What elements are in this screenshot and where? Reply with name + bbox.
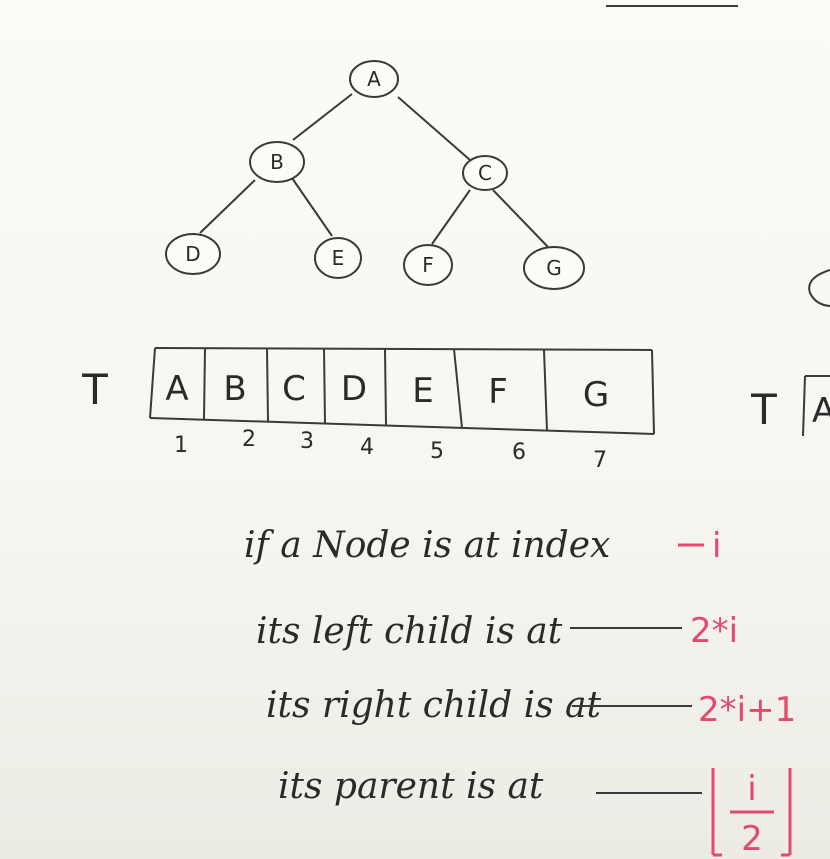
partial-node-arc bbox=[808, 269, 830, 307]
array-index-4: 4 bbox=[360, 435, 374, 460]
tree-node-g: G bbox=[523, 246, 585, 290]
rule-text: its parent is at bbox=[278, 766, 544, 807]
cell-divider bbox=[453, 348, 463, 429]
tree-node-e: E bbox=[314, 237, 362, 279]
rule-value: 2*i+1 bbox=[698, 690, 796, 730]
parent-numerator: i bbox=[747, 769, 756, 809]
rule-text: if a Node is at index bbox=[244, 525, 610, 566]
array-index-5: 5 bbox=[430, 439, 444, 464]
array-index-3: 3 bbox=[300, 429, 314, 454]
rule-left-child: its left child is at 2*i bbox=[256, 611, 738, 652]
node-circle bbox=[403, 244, 453, 286]
array-index-1: 1 bbox=[174, 433, 188, 458]
node-circle bbox=[349, 60, 399, 98]
node-circle bbox=[462, 155, 508, 191]
rule-value: 2*i bbox=[690, 611, 738, 651]
cell-divider bbox=[266, 347, 269, 422]
node-circle bbox=[523, 246, 585, 290]
tree-node-f: F bbox=[403, 244, 453, 286]
array-cell-7: G bbox=[583, 375, 609, 415]
array-bottom-border bbox=[149, 417, 655, 435]
node-label: F bbox=[422, 253, 434, 277]
node-label: G bbox=[546, 256, 562, 280]
array-cell-5: E bbox=[412, 371, 433, 411]
array-cell-4: D bbox=[341, 369, 367, 409]
node-circle bbox=[249, 141, 305, 183]
node-circle bbox=[165, 233, 221, 275]
node-circle bbox=[314, 237, 362, 279]
rule-parent: its parent is at i 2 bbox=[278, 766, 792, 859]
array-index-6: 6 bbox=[512, 440, 526, 465]
array-index-2: 2 bbox=[242, 427, 256, 452]
node-label: E bbox=[332, 246, 345, 270]
edge-b-e bbox=[291, 177, 333, 237]
partial-array-name: T bbox=[750, 385, 777, 434]
cell-divider bbox=[543, 349, 548, 432]
node-label: D bbox=[185, 242, 200, 266]
edge-c-f bbox=[431, 189, 471, 245]
edge-b-d bbox=[199, 179, 256, 234]
edge-a-c bbox=[397, 96, 471, 161]
rule-index: if a Node is at index i bbox=[244, 525, 721, 566]
array-cell-2: B bbox=[223, 369, 246, 409]
rule-value: i bbox=[712, 526, 721, 566]
cell-divider bbox=[384, 348, 387, 426]
array-cell-3: C bbox=[282, 369, 306, 409]
array-name: T bbox=[81, 365, 108, 414]
rule-text: its right child is at bbox=[266, 685, 602, 726]
cell-divider bbox=[203, 347, 206, 420]
edge-c-g bbox=[492, 189, 549, 248]
array-outline bbox=[149, 347, 655, 435]
node-label: B bbox=[270, 150, 284, 174]
array-cell-1: A bbox=[165, 369, 188, 409]
node-label: A bbox=[367, 67, 381, 91]
array-cell-6: F bbox=[488, 372, 508, 412]
rule-text: its left child is at bbox=[256, 611, 563, 652]
node-label: C bbox=[478, 161, 492, 185]
rule-right-child: its right child is at 2*i+1 bbox=[266, 685, 796, 730]
tree-node-c: C bbox=[462, 155, 508, 191]
array-right-border bbox=[651, 349, 655, 435]
array-index-7: 7 bbox=[593, 448, 607, 473]
cell-divider bbox=[323, 347, 326, 424]
edge-a-b bbox=[292, 93, 353, 141]
tree-node-a: A bbox=[349, 60, 399, 98]
tree-node-d: D bbox=[165, 233, 221, 275]
array-top-border bbox=[154, 347, 653, 351]
partial-array-cell: A bbox=[812, 391, 830, 431]
array-left-border bbox=[149, 347, 156, 419]
parent-denominator: 2 bbox=[741, 819, 763, 859]
partial-array-left-border bbox=[802, 375, 806, 437]
tree-node-b: B bbox=[249, 141, 305, 183]
tree-edges bbox=[199, 93, 549, 248]
